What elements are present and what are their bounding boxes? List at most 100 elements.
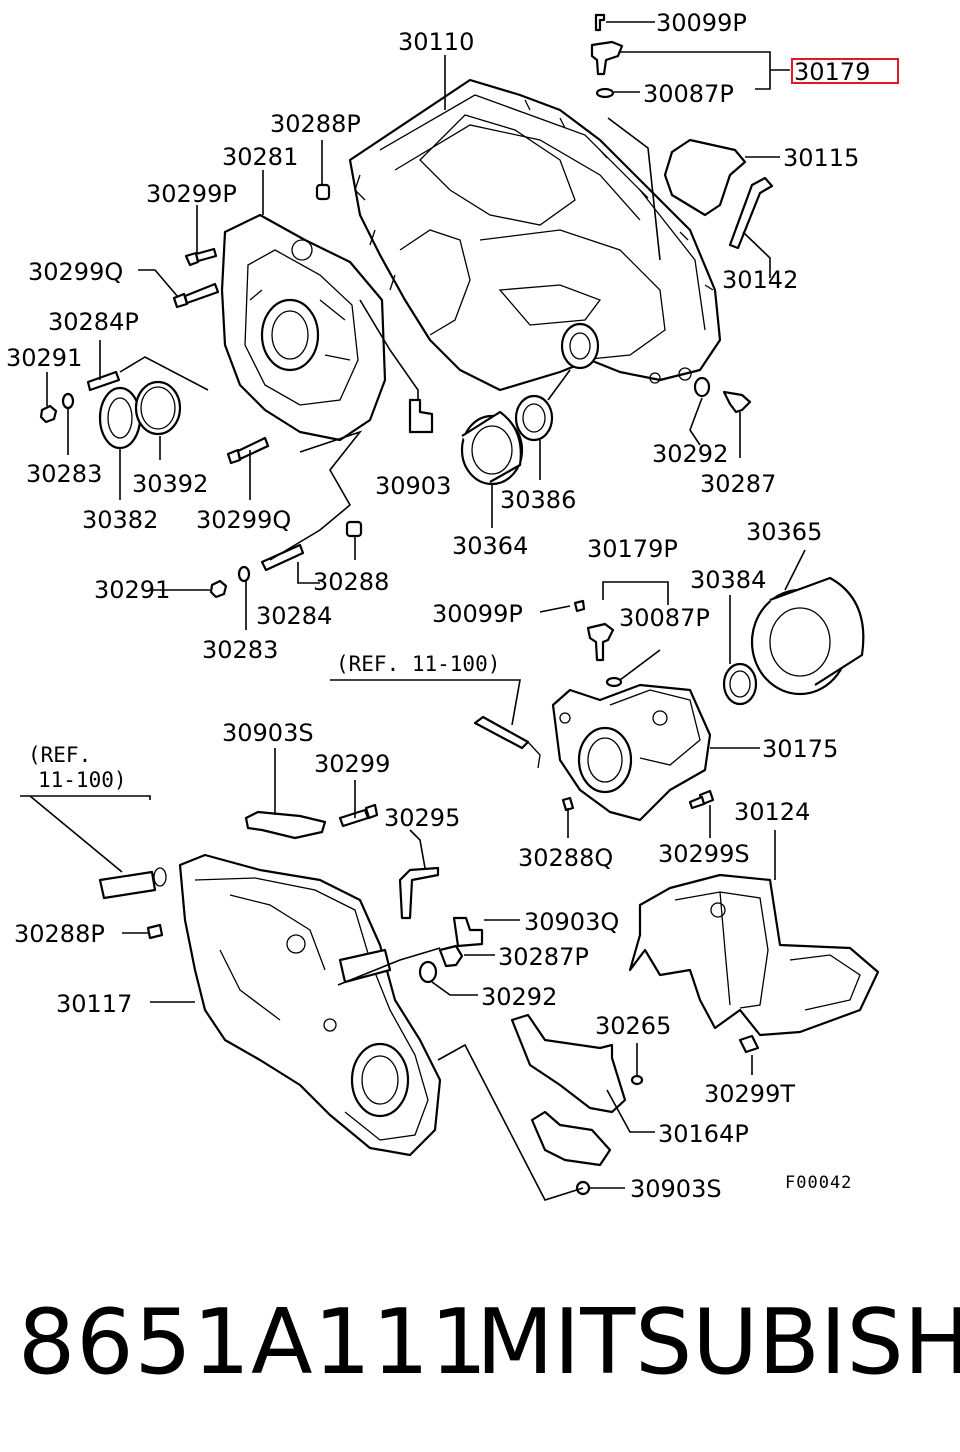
label-30392: 30392: [132, 470, 208, 498]
bolt-30299S-drawing: [688, 789, 715, 810]
bracket-30903S-a-drawing: [244, 810, 327, 840]
clip-30295-drawing: [398, 866, 440, 920]
sealant-tube-ref-drawing: [473, 715, 541, 769]
label-30299: 30299: [314, 750, 390, 778]
dowel-30288Q-drawing: [561, 796, 575, 812]
label-30179P: 30179P: [587, 535, 678, 563]
label-30110: 30110: [398, 28, 474, 56]
reference-note-left-line1: (REF.: [28, 743, 91, 767]
bracket-30903-drawing: [408, 398, 434, 434]
stud-30284P-drawing: [86, 370, 121, 392]
seal-ref-tag-drawing: [98, 867, 167, 900]
bolt-30299Q-b-drawing: [226, 436, 270, 465]
transaxle-case-30110-drawing: [348, 78, 722, 392]
bearing-30364-drawing: [460, 410, 524, 486]
bracket-30903S-b-drawing: [530, 1110, 612, 1196]
label-30299S: 30299S: [658, 840, 750, 868]
brand-name: MITSUBISHI: [476, 1290, 960, 1395]
label-30099P-top: 30099P: [656, 9, 747, 37]
label-30179-highlighted: 30179: [794, 58, 870, 86]
washer-30283-a-drawing: [61, 392, 75, 410]
footer: 8651A111 MITSUBISHI: [18, 1288, 960, 1398]
label-30365: 30365: [746, 518, 822, 546]
label-30288: 30288: [313, 568, 389, 596]
stud-30284-drawing: [260, 543, 305, 572]
seal-30386-drawing: [514, 394, 554, 442]
label-30292-b: 30292: [481, 983, 557, 1011]
label-30382: 30382: [82, 506, 158, 534]
label-30087P-top: 30087P: [643, 80, 734, 108]
label-30265: 30265: [595, 1012, 671, 1040]
label-30299P: 30299P: [146, 180, 237, 208]
leader-lines: [20, 21, 806, 1201]
cover-30164P-drawing: [510, 1013, 627, 1114]
label-30295: 30295: [384, 804, 460, 832]
label-30124: 30124: [734, 798, 810, 826]
label-30288P-top: 30288P: [270, 110, 361, 138]
bracket-30903Q-drawing: [452, 916, 484, 948]
transfer-case-30175-drawing: [551, 683, 712, 822]
reference-note-top: (REF. 11-100): [336, 652, 500, 676]
label-30175: 30175: [762, 735, 838, 763]
label-30386: 30386: [500, 486, 576, 514]
label-30903S-a: 30903S: [222, 719, 314, 747]
speed-sensor-30179-drawing: [590, 13, 624, 99]
o-ring-30292-b-drawing: [418, 960, 438, 984]
nut-30291-a-drawing: [39, 404, 58, 424]
reference-note-left-line2: 11-100): [38, 768, 127, 792]
label-30288Q: 30288Q: [518, 844, 613, 872]
label-30117: 30117: [56, 990, 132, 1018]
label-30364: 30364: [452, 532, 528, 560]
o-ring-30292-a-drawing: [693, 376, 711, 398]
bolt-30299Q-a-drawing: [172, 282, 220, 309]
plug-30287-drawing: [722, 390, 752, 414]
nut-30265-drawing: [630, 1074, 644, 1086]
label-30287P: 30287P: [498, 943, 589, 971]
cover-30115-drawing: [663, 138, 747, 217]
dowel-30288P-b-drawing: [146, 923, 164, 940]
label-30283-a: 30283: [26, 460, 102, 488]
washer-30283-b-drawing: [237, 565, 251, 583]
dowel-30288-drawing: [345, 520, 363, 538]
label-30284P: 30284P: [48, 308, 139, 336]
dowel-30288P-drawing: [315, 183, 331, 201]
label-30164P: 30164P: [658, 1120, 749, 1148]
part-number: 8651A111: [18, 1290, 489, 1395]
bolt-30299-drawing: [338, 803, 379, 828]
label-30291-b: 30291: [94, 576, 170, 604]
case-half-30281-drawing: [220, 213, 387, 442]
label-30142: 30142: [722, 266, 798, 294]
label-30287: 30287: [700, 470, 776, 498]
label-30099P-mid: 30099P: [432, 600, 523, 628]
label-30299T: 30299T: [704, 1080, 795, 1108]
bearing-30365-drawing: [750, 576, 865, 696]
label-30903S-b: 30903S: [630, 1175, 722, 1203]
label-30299Q-a: 30299Q: [28, 258, 123, 286]
label-30087P-mid: 30087P: [619, 604, 710, 632]
label-30292-a: 30292: [652, 440, 728, 468]
label-30299Q-b: 30299Q: [196, 506, 291, 534]
seal-30384-drawing: [722, 662, 758, 706]
oil-seal-30382-drawing: [98, 386, 142, 450]
guard-30124-drawing: [628, 873, 880, 1037]
bolt-30299T-drawing: [738, 1034, 760, 1054]
label-30281: 30281: [222, 143, 298, 171]
label-30288P-b: 30288P: [14, 920, 105, 948]
label-30903: 30903: [375, 472, 451, 500]
label-30291-a: 30291: [6, 344, 82, 372]
gasket-30392-drawing: [134, 380, 182, 436]
label-30283-b: 30283: [202, 636, 278, 664]
plug-30287P-drawing: [438, 944, 464, 968]
label-30115: 30115: [783, 144, 859, 172]
highlight-box-30179: [791, 58, 899, 84]
label-30284: 30284: [256, 602, 332, 630]
bolt-30299P-drawing: [184, 247, 218, 267]
sensor-30179P-drawing: [573, 599, 623, 688]
nut-30291-b-drawing: [209, 579, 228, 599]
label-30384: 30384: [690, 566, 766, 594]
part-labels: 30099P 30179 30087P 30110 30288P 30281 3…: [6, 9, 870, 1203]
label-30903Q: 30903Q: [524, 908, 619, 936]
hook-30142-drawing: [728, 176, 774, 250]
case-30117-drawing: [178, 853, 442, 1157]
